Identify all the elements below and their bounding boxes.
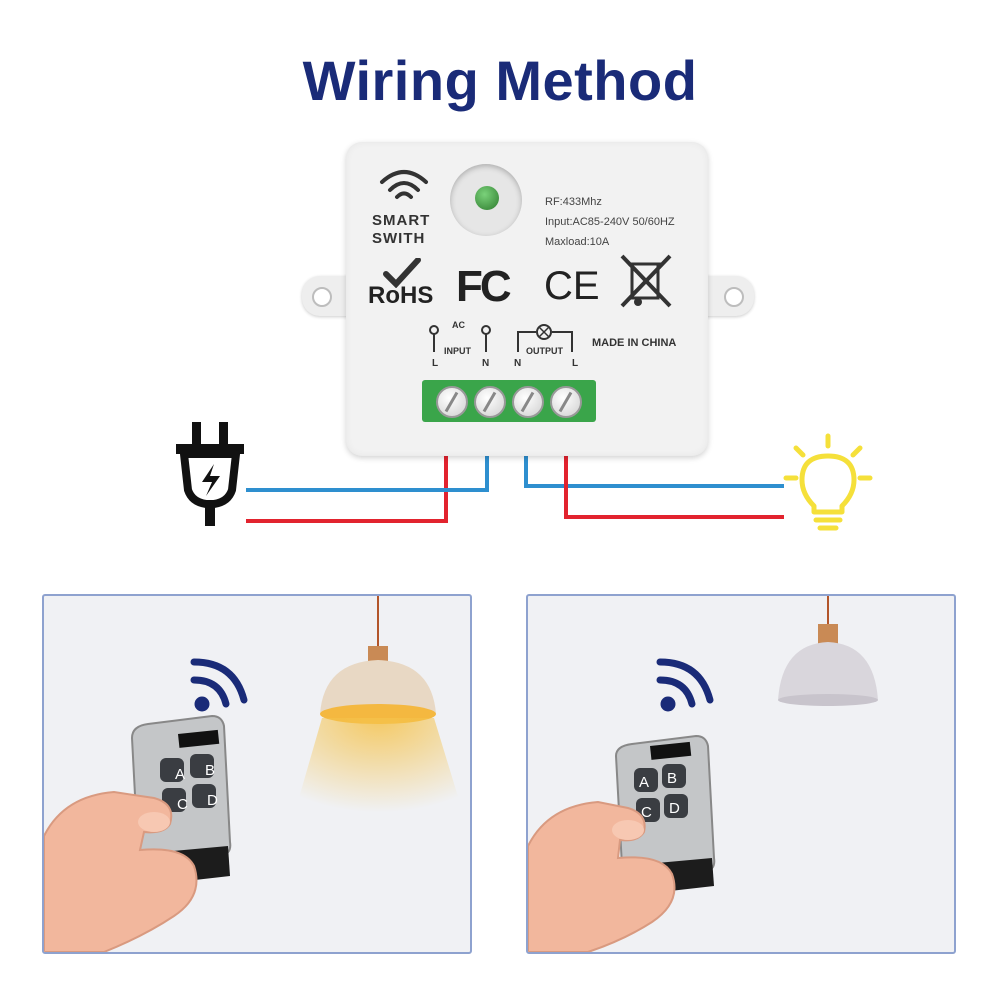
lamp-shade (778, 642, 878, 700)
terminal-label: L (432, 358, 439, 369)
scene-panel-lamp-on: A B C D (42, 594, 472, 954)
checkmark-icon (383, 258, 421, 288)
terminal-screw (550, 386, 582, 418)
wifi-signal-icon (190, 658, 248, 712)
ce-logo: CE (544, 264, 600, 308)
terminal-label: N (514, 358, 522, 369)
spec-input: Input:AC85-240V 50/60HZ (545, 216, 675, 228)
lamp-rim (778, 694, 878, 706)
input-label: INPUT (444, 346, 471, 356)
wifi-signal-icon (656, 658, 714, 712)
brand-line-1: SMART (372, 212, 431, 229)
output-label: OUTPUT (526, 346, 563, 356)
mounting-tab-right (704, 276, 754, 316)
terminal-diagram (429, 324, 573, 352)
remote-key-d: D (669, 800, 680, 817)
remote-key-a: A (175, 766, 186, 783)
brand-line-2: SWITH (372, 230, 426, 247)
remote-key-b: B (667, 770, 678, 787)
scene-lamp-off (528, 596, 878, 952)
remote-key-c: C (641, 804, 652, 821)
mounting-tab-left (302, 276, 352, 316)
made-in-label: MADE IN CHINA (592, 337, 677, 349)
remote-key-c: C (177, 796, 188, 813)
mounting-hole (724, 287, 744, 307)
terminal-screw (474, 386, 506, 418)
spec-maxload: Maxload:10A (545, 236, 610, 248)
lamp-shade (320, 660, 436, 714)
scene-panel-lamp-off: A B C D (526, 594, 956, 954)
learn-button (475, 186, 499, 210)
mounting-hole (312, 287, 332, 307)
lamp-socket (818, 624, 838, 644)
light-glow (288, 718, 470, 836)
fcc-logo: FC (456, 262, 512, 311)
remote-key-b: B (205, 762, 216, 779)
hand (44, 790, 198, 952)
weee-bin-icon (620, 254, 672, 308)
plug-icon (176, 422, 244, 526)
rohs-logo: RoHS (368, 282, 434, 309)
remote-key-d: D (207, 792, 218, 809)
remote-key-a: A (639, 774, 650, 791)
scene-lamp-on (44, 596, 470, 952)
page-title: Wiring Method (302, 49, 698, 112)
wifi-signal-icon (380, 170, 428, 199)
spec-rf: RF:433Mhz (545, 196, 602, 208)
hand (528, 800, 676, 952)
terminal-screw (436, 386, 468, 418)
ac-label: AC (452, 320, 465, 330)
terminal-screw (512, 386, 544, 418)
light-bulb-icon (783, 433, 873, 531)
terminal-label: L (572, 358, 579, 369)
terminal-label: N (482, 358, 490, 369)
